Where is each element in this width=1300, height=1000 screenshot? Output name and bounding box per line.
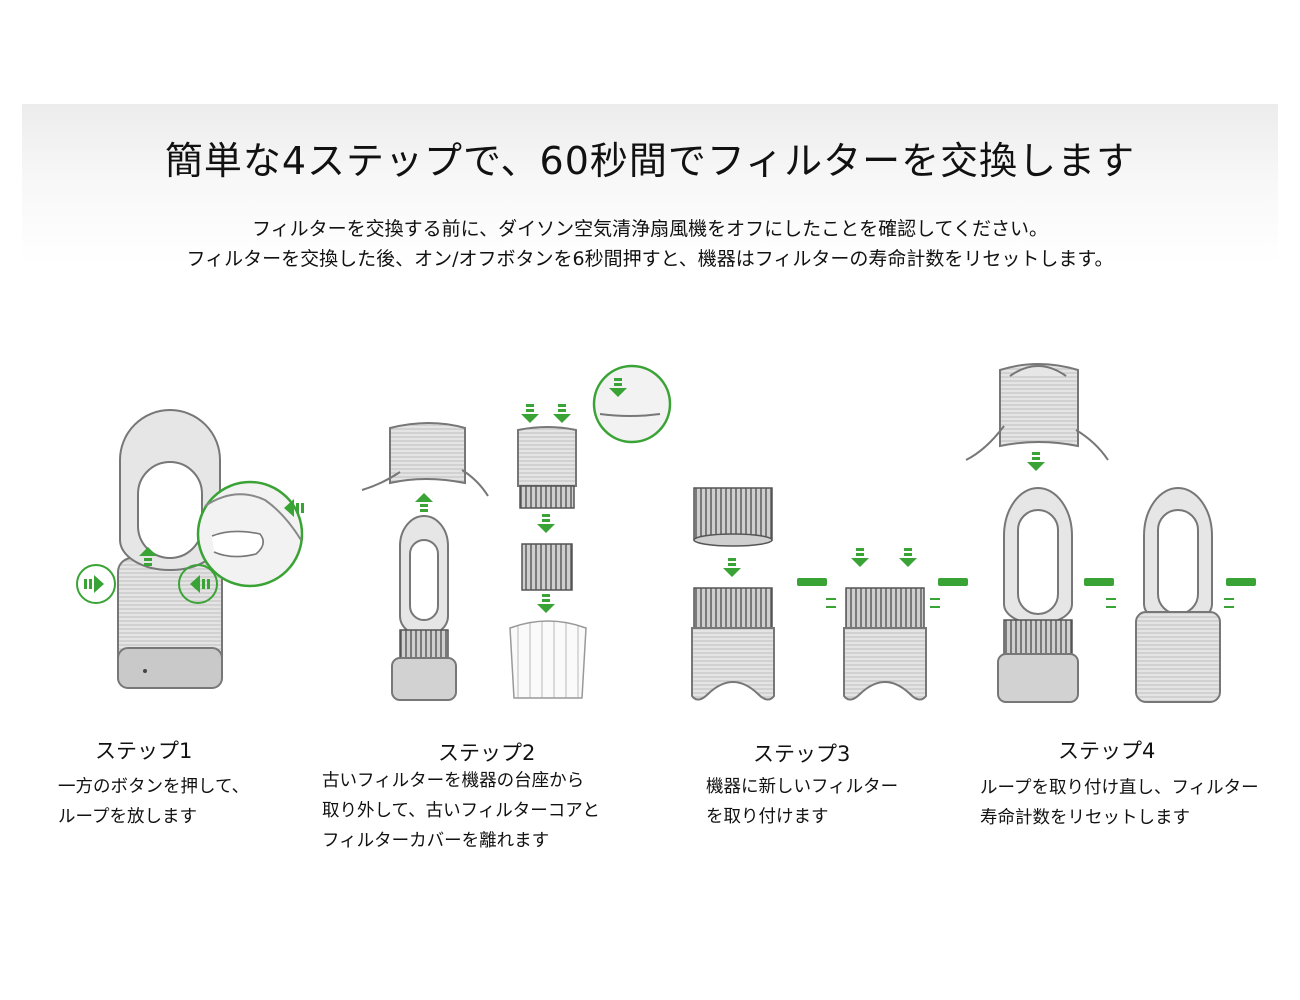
click-sound-left [797, 578, 836, 608]
step4-label: ステップ4 [1058, 739, 1156, 763]
step1-label: ステップ1 [95, 739, 193, 763]
step2-label: ステップ2 [438, 741, 536, 765]
step3-label: ステップ3 [753, 742, 851, 766]
step4-description: ループを取り付け直し、フィルター 寿命計数をリセットします [980, 778, 1259, 828]
step4-illustration [965, 363, 1256, 703]
subtitle-line-1: フィルターを交換する前に、ダイソン空気清浄扇風機をオフにしたことを確認してくださ… [252, 218, 1048, 240]
page-title: 簡単な4ステップで、60秒間でフィルターを交換します [164, 139, 1136, 183]
click-sound-right [930, 578, 968, 608]
step2-description: 古いフィルターを機器の台座から 取り外して、古いフィルターコアと フィルターカバ… [322, 771, 600, 851]
step1-description: 一方のボタンを押して、 ループを放します [58, 777, 250, 827]
header-banner [22, 104, 1278, 264]
step3-illustration [691, 487, 968, 701]
step1-illustration [76, 409, 304, 689]
side-button-arrow-left [84, 575, 104, 593]
step3-description: 機器に新しいフィルター を取り付けます [706, 777, 899, 827]
step2-illustration [361, 364, 672, 701]
subtitle-line-2: フィルターを交換した後、オン/オフボタンを6秒間押すと、機器はフィルターの寿命計… [186, 248, 1114, 270]
